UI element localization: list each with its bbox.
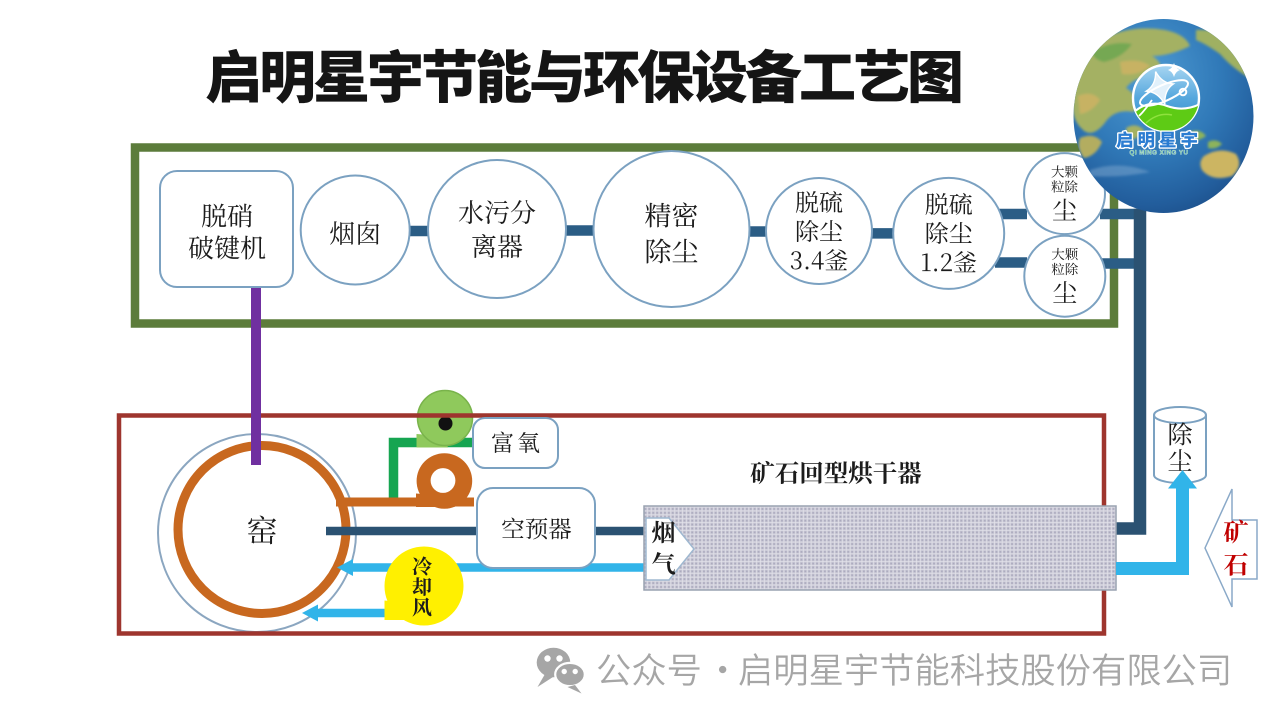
bottom-section xyxy=(116,288,1258,636)
flue-gas-arrow xyxy=(645,517,695,581)
globe-continents xyxy=(1073,28,1253,199)
oxygen-fan xyxy=(416,389,474,448)
dust-collector xyxy=(1153,406,1207,484)
node-coarse-dedusting-bottom xyxy=(1023,234,1107,318)
denitration-shape xyxy=(159,170,294,288)
top-section xyxy=(130,143,1147,535)
dryer-body xyxy=(643,505,1117,591)
node-desulfurization-1-2 xyxy=(892,176,1006,290)
oxygen-fan-hub xyxy=(438,416,453,431)
node-desulfurization-3-4 xyxy=(765,177,873,285)
wechat-icon xyxy=(536,647,586,694)
desulfurization-1-2-shape xyxy=(892,176,1006,290)
node-denitration xyxy=(159,170,294,288)
cooling-fan xyxy=(384,546,464,626)
oxygen-box xyxy=(472,417,559,469)
ore-arrow xyxy=(1204,488,1258,608)
node-coarse-dedusting-top xyxy=(1023,152,1106,236)
fine-dedusting-shape xyxy=(592,150,751,308)
company-logo: QI MING XING YU xyxy=(1073,19,1254,213)
chimney-shape xyxy=(299,174,411,286)
coarse-dedusting-top-shape xyxy=(1023,152,1106,236)
node-water-separator xyxy=(427,159,567,299)
footer xyxy=(536,647,1229,694)
node-chimney xyxy=(299,174,411,286)
hot-air-fan xyxy=(416,453,473,509)
logo-latin-name: QI MING XING YU xyxy=(1130,150,1189,157)
ore-feed-pipe xyxy=(1116,470,1197,575)
desulfurization-3-4-shape xyxy=(765,177,873,285)
coarse-dedusting-bottom-shape xyxy=(1023,234,1107,318)
node-fine-dedusting xyxy=(592,150,751,308)
water-separator-shape xyxy=(427,159,567,299)
air-preheater-box xyxy=(476,487,596,569)
trunk-pipe-to-dryer xyxy=(1114,208,1147,535)
